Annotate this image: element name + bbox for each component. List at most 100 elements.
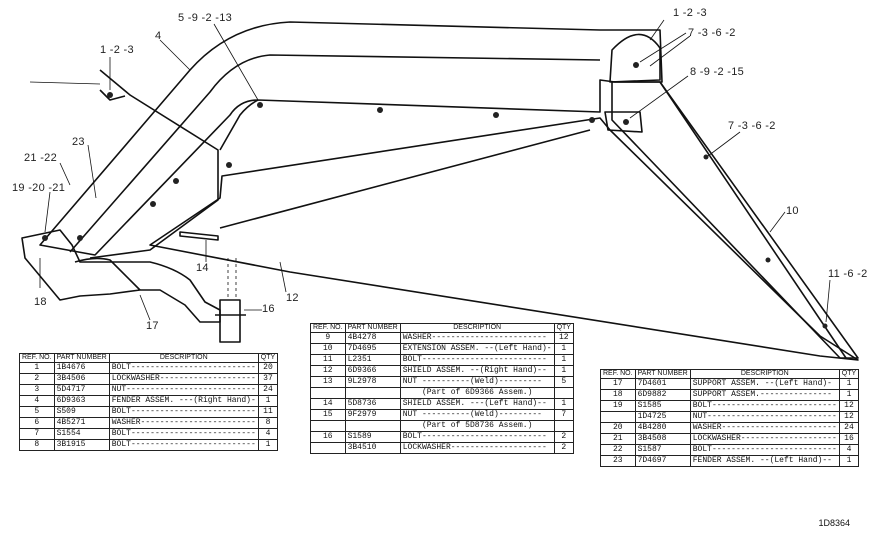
callout-1-2-3-left: 1 -2 -3: [100, 44, 134, 56]
qty-cell: 2: [553, 442, 574, 454]
desc-cell: (Part of 5D8736 Assem.): [399, 420, 555, 432]
part-cell: 5D4717: [53, 384, 110, 396]
desc-cell: SUPPORT ASSEM.---------------: [689, 389, 840, 401]
table-row: (Part of 5D8736 Assem.): [310, 420, 574, 432]
part-cell: S1585: [634, 400, 691, 412]
callout-11-6-2: 11 -6 -2: [828, 268, 868, 280]
ref-cell: 20: [600, 422, 636, 434]
desc-cell: NUT ----------(Weld)---------: [399, 376, 555, 388]
part-cell: S1589: [344, 431, 401, 443]
part-cell: 5D8736: [344, 398, 401, 410]
description-header: DESCRIPTION: [108, 353, 259, 363]
part-cell: 1B4676: [53, 362, 110, 374]
qty-cell: 24: [838, 422, 860, 434]
qty-cell: 4: [838, 444, 860, 456]
right-lower-bracket: [604, 111, 643, 133]
qty-cell: [553, 387, 574, 399]
ref-cell: 5: [19, 406, 55, 418]
qty-cell: 7: [553, 409, 574, 421]
qty-cell: 12: [553, 332, 574, 344]
qty-cell: 11: [257, 406, 279, 418]
qty-cell: 20: [257, 362, 279, 374]
qty-cell: 1: [838, 389, 860, 401]
ref-cell: 21: [600, 433, 636, 445]
extension-brace-inner: [659, 81, 847, 359]
fender-edge-line: [219, 99, 259, 151]
ref-cell: 4: [19, 395, 55, 407]
desc-cell: BOLT--------------------------: [108, 428, 259, 440]
desc-cell: (Part of 6D9366 Assem.): [399, 387, 555, 399]
figure-number: 1D8364: [818, 518, 850, 528]
part-cell: 9L2978: [344, 376, 401, 388]
desc-cell: SUPPORT ASSEM. --(Left Hand)-: [689, 378, 840, 390]
qty-cell: 1: [553, 365, 574, 377]
table-header-row: REF. NO. PART NUMBER DESCRIPTION QTY: [310, 323, 574, 333]
desc-cell: WASHER------------------------: [108, 417, 259, 429]
part-cell: 6D9366: [344, 365, 401, 377]
callout-23: 23: [72, 136, 85, 148]
desc-cell: LOCKWASHER--------------------: [108, 373, 259, 385]
desc-cell: NUT---------------------------: [108, 384, 259, 396]
part-cell: 7D4601: [634, 378, 691, 390]
part-cell: [344, 420, 401, 432]
qty-header: QTY: [257, 353, 279, 363]
qty-cell: 1: [553, 354, 574, 366]
side-plate-top: [99, 89, 126, 101]
desc-cell: WASHER------------------------: [689, 422, 840, 434]
callout-14: 14: [196, 262, 209, 274]
table-header-row: REF. NO. PART NUMBER DESCRIPTION QTY: [19, 353, 279, 363]
ref-cell: 23: [600, 455, 636, 467]
lower-shield: [149, 117, 859, 361]
desc-cell: NUT---------------------------: [689, 411, 840, 423]
desc-cell: LOCKWASHER--------------------: [689, 433, 840, 445]
callout-17: 17: [146, 320, 159, 332]
lower-shield-edge: [219, 129, 591, 229]
description-header: DESCRIPTION: [399, 323, 555, 333]
part-number-header: PART NUMBER: [634, 369, 691, 379]
part-cell: 6D9363: [53, 395, 110, 407]
qty-header: QTY: [553, 323, 574, 333]
qty-cell: 1: [838, 455, 860, 467]
ref-cell: 7: [19, 428, 55, 440]
ref-no-header: REF. NO.: [310, 323, 346, 333]
desc-cell: BOLT--------------------------: [399, 431, 555, 443]
side-plate: [89, 69, 219, 259]
desc-cell: SHIELD ASSEM. ---(Left Hand)--: [399, 398, 555, 410]
desc-cell: BOLT--------------------------: [108, 439, 259, 451]
desc-cell: FENDER ASSEM. ---(Right Hand)-: [108, 395, 259, 407]
qty-header: QTY: [838, 369, 860, 379]
ref-cell: 9: [310, 332, 346, 344]
ref-cell: 16: [310, 431, 346, 443]
desc-cell: BOLT--------------------------: [689, 444, 840, 456]
part-cell: S1587: [634, 444, 691, 456]
desc-cell: WASHER------------------------: [399, 332, 555, 344]
front-support: [21, 229, 221, 323]
callout-1-2-3-right: 1 -2 -3: [673, 7, 707, 19]
qty-cell: 1: [553, 343, 574, 355]
qty-cell: 5: [553, 376, 574, 388]
ref-cell: 13: [310, 376, 346, 388]
ref-no-header: REF. NO.: [600, 369, 636, 379]
ref-cell: 22: [600, 444, 636, 456]
part-cell: 3B4506: [53, 373, 110, 385]
